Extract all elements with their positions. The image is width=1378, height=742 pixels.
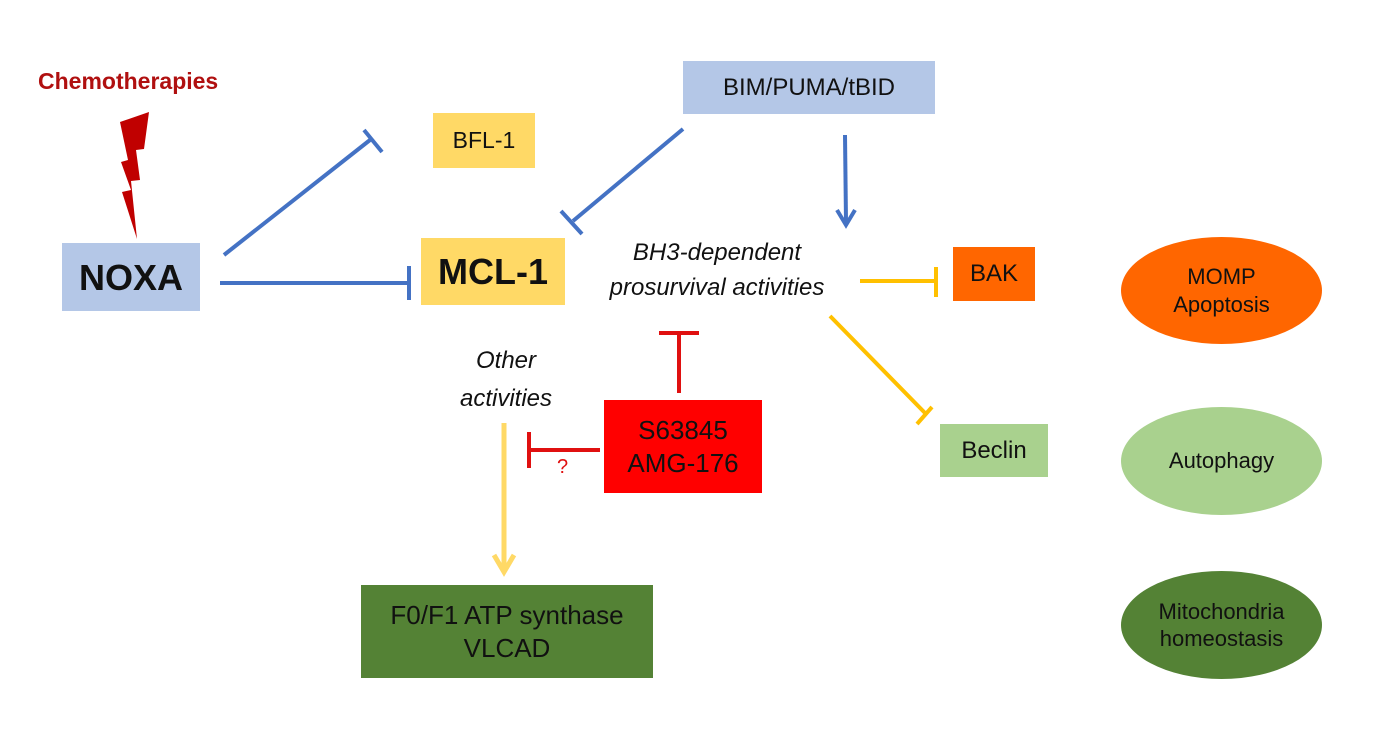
edge-inhibitors-bh3 xyxy=(659,331,699,393)
edge-other-atp xyxy=(491,423,517,577)
mcl1-inhibitors-node[interactable]: S63845 AMG-176 xyxy=(604,400,762,493)
outcome-mitochondria-homeostasis[interactable]: Mitochondria homeostasis xyxy=(1121,571,1322,679)
bfl1-label: BFL-1 xyxy=(452,127,516,154)
bh3-activities-line1: BH3-dependent xyxy=(632,239,802,266)
beclin-label: Beclin xyxy=(961,436,1027,464)
edge-bh3-beclin xyxy=(828,314,934,426)
bim-puma-tbid-label: BIM/PUMA/tBID xyxy=(722,73,896,101)
other-activities-line2: activities xyxy=(459,385,553,413)
outcome-mito-line2: homeostasis xyxy=(1159,626,1284,651)
bh3-activities-line2: prosurvival activities xyxy=(609,273,825,301)
edge-bim-bh3-activities xyxy=(835,134,857,229)
outcome-mito-line1: Mitochondria xyxy=(1158,598,1285,624)
inhibitor-s63845-label: S63845 xyxy=(638,415,728,445)
uncertain-question-mark: ? xyxy=(557,456,569,478)
bak-node[interactable]: BAK xyxy=(953,247,1035,301)
bim-puma-tbid-node[interactable]: BIM/PUMA/tBID xyxy=(683,61,935,114)
bfl1-node[interactable]: BFL-1 xyxy=(433,113,535,168)
mcl1-node[interactable]: MCL-1 xyxy=(421,238,565,305)
outcome-momp-line1: MOMP xyxy=(1187,264,1256,289)
mcl1-label: MCL-1 xyxy=(438,251,548,292)
inhibitor-amg176-label: AMG-176 xyxy=(627,447,739,478)
edge-bh3-bak xyxy=(860,267,938,297)
atp-synthase-vlcad-node[interactable]: F0/F1 ATP synthase VLCAD xyxy=(361,585,653,678)
outcome-autophagy-line1: Autophagy xyxy=(1168,448,1275,474)
beclin-node[interactable]: Beclin xyxy=(940,424,1048,477)
edge-noxa-mcl1 xyxy=(220,266,411,300)
bh3-activities-label: BH3-dependent prosurvival activities xyxy=(574,236,860,306)
lightning-bolt-icon xyxy=(120,112,149,239)
other-activities-line1: Other xyxy=(475,347,537,374)
chemotherapies-label: Chemotherapies xyxy=(38,68,219,94)
atp-synthase-label: F0/F1 ATP synthase xyxy=(390,600,624,630)
edge-noxa-bfl1 xyxy=(222,128,384,257)
edge-bim-mcl1 xyxy=(559,127,685,236)
other-activities-label: Other activities xyxy=(436,342,576,419)
outcome-autophagy[interactable]: Autophagy xyxy=(1121,407,1322,515)
outcome-momp-apoptosis[interactable]: MOMP Apoptosis xyxy=(1121,237,1322,344)
noxa-node[interactable]: NOXA xyxy=(62,243,200,311)
vlcad-label: VLCAD xyxy=(463,632,551,663)
outcome-momp-line2: Apoptosis xyxy=(1173,291,1270,317)
noxa-label: NOXA xyxy=(78,256,183,298)
bak-label: BAK xyxy=(969,260,1019,287)
